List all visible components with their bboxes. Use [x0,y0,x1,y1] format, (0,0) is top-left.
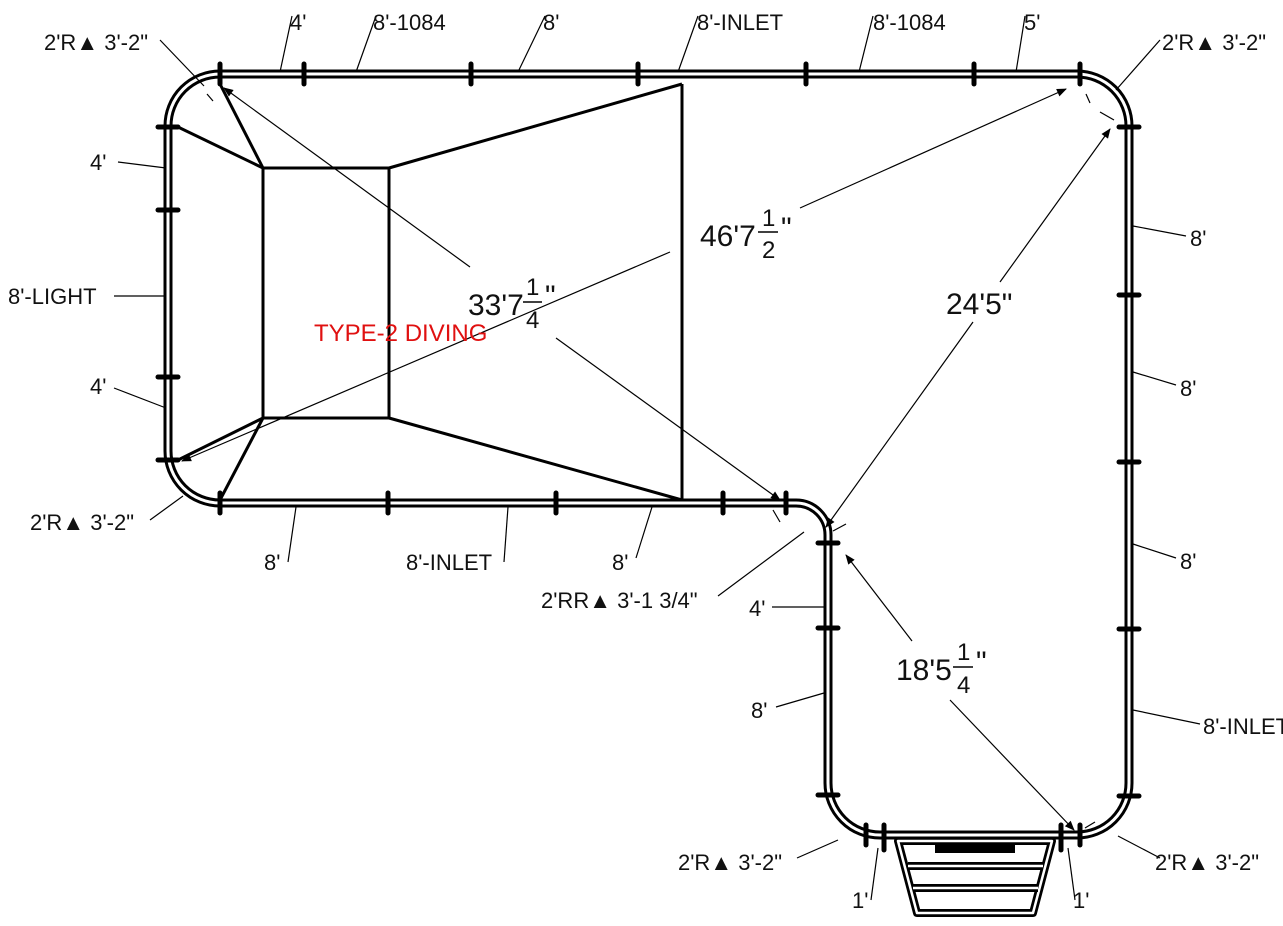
diving-hopper [177,82,684,502]
left-panel-3: 4' [90,374,106,399]
corner-label-inner: 2'RR▲ 3'-1 3/4" [541,588,698,613]
d4-unit: " [976,646,987,679]
corner-label-top-right: 2'R▲ 3'-2" [1162,30,1266,55]
left-panel-2: 8'-LIGHT [8,284,97,309]
top-panel-labels: 4' 8'-1084 8' 8'-INLET 8'-1084 5' [290,10,1040,35]
right-panel-1: 8' [1190,226,1206,251]
d1-num: 1 [526,274,539,301]
corner-label-step-right: 2'R▲ 3'-2" [1155,850,1259,875]
diagonal-label-d1: 33'7 1 4 " [468,274,556,334]
corner-labels: 2'R▲ 3'-2" 2'R▲ 3'-2" 2'R▲ 3'-2" 2'RR▲ 3… [30,30,1266,875]
right-panel-3: 8' [1180,549,1196,574]
bottom-panel-3: 8' [612,550,628,575]
d1-unit: " [545,280,556,313]
d2-unit: " [781,212,792,245]
diagonal-dimensions [181,87,1111,831]
corner-label-step-left: 2'R▲ 3'-2" [678,850,782,875]
diagonal-label-d3: 24'5" [946,288,1012,321]
right-panel-labels: 8' 8' 8' 8'-INLET [1180,226,1283,739]
entry-steps [894,837,1056,917]
bottom-panel-labels: 8' 8'-INLET 8' [264,550,628,575]
top-panel-4: 8'-INLET [697,10,783,35]
left-panel-1: 4' [90,150,106,175]
top-panel-1: 4' [290,10,306,35]
diagonal-label-d2: 46'7 1 2 " [700,205,792,264]
top-panel-2: 8'-1084 [373,10,446,35]
right-panel-2: 8' [1180,376,1196,401]
bottom-panel-1: 8' [264,550,280,575]
d2-whole: 46'7 [700,220,756,253]
top-panel-5: 8'-1084 [873,10,946,35]
corner-label-bottom-left: 2'R▲ 3'-2" [30,510,134,535]
d1-den: 4 [526,307,539,334]
d4-whole: 18'5 [896,654,952,687]
step-panel-2: 1' [1073,888,1089,913]
pool-wall [163,69,1134,840]
inner-panel-1: 4' [749,596,765,621]
d4-num: 1 [957,639,970,666]
d2-den: 2 [762,237,775,264]
inner-panel-2: 8' [751,698,767,723]
corner-label-top-left: 2'R▲ 3'-2" [44,30,148,55]
top-panel-6: 5' [1024,10,1040,35]
left-panel-labels: 4' 8'-LIGHT 4' [8,150,106,399]
step-panel-1: 1' [852,888,868,913]
d1-whole: 33'7 [468,289,524,322]
corner-marks [206,93,1115,829]
bottom-panel-2: 8'-INLET [406,550,492,575]
right-panel-4: 8'-INLET [1203,714,1283,739]
diagram-title: TYPE-2 DIVING [314,320,487,347]
d2-num: 1 [762,205,775,232]
leader-lines [113,15,1201,901]
diagonal-label-d4: 18'5 1 4 " [896,639,987,699]
d4-den: 4 [957,672,970,699]
top-panel-3: 8' [543,10,559,35]
panel-joints [155,61,1142,853]
step-panel-labels: 1' 1' [852,888,1089,913]
inner-panel-labels: 4' 8' [749,596,767,723]
